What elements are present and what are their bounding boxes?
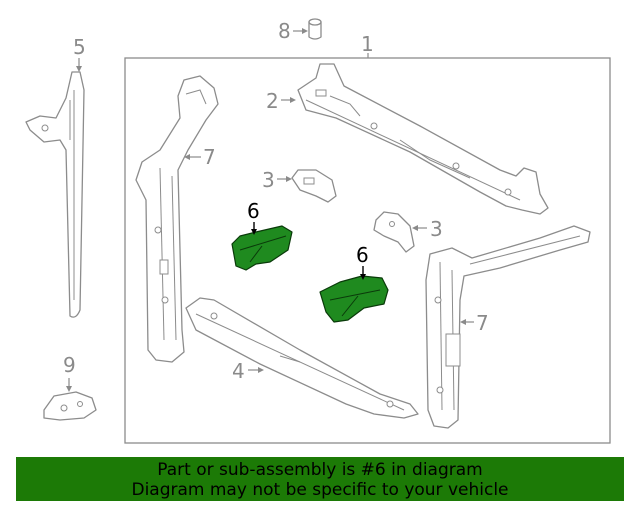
- callout-6-right[interactable]: 6: [356, 243, 369, 267]
- callout-7-top[interactable]: 7: [203, 145, 216, 169]
- part-6-bracket-right[interactable]: [319, 275, 389, 323]
- part-6-bracket-left[interactable]: [231, 225, 293, 271]
- callout-3-upper[interactable]: 3: [262, 168, 275, 192]
- part-3-lower-bracket[interactable]: [373, 211, 415, 253]
- part-4-lower-support[interactable]: [185, 297, 419, 419]
- callout-9[interactable]: 9: [63, 353, 76, 377]
- fitment-notice-banner: Part or sub-assembly is #6 in diagram Di…: [16, 457, 624, 501]
- callout-8[interactable]: 8: [278, 19, 291, 43]
- callout-6-left[interactable]: 6: [247, 199, 260, 223]
- part-9-bracket[interactable]: [43, 391, 97, 421]
- callout-7-right[interactable]: 7: [476, 311, 489, 335]
- callout-1[interactable]: 1: [361, 32, 374, 56]
- part-7-left-support[interactable]: [135, 75, 219, 363]
- callout-4[interactable]: 4: [232, 359, 245, 383]
- banner-line-1: Part or sub-assembly is #6 in diagram: [157, 460, 483, 480]
- callout-2[interactable]: 2: [266, 89, 279, 113]
- part-3-upper-bracket[interactable]: [291, 169, 337, 203]
- banner-line-2: Diagram may not be specific to your vehi…: [131, 480, 509, 500]
- part-5-seal[interactable]: [25, 71, 85, 318]
- part-7-right-support[interactable]: [425, 225, 591, 429]
- part-2-upper-support[interactable]: [297, 63, 549, 215]
- callout-5[interactable]: 5: [73, 35, 86, 59]
- part-8-plug[interactable]: [308, 18, 322, 40]
- parts-diagram: 1 8 5 9 7: [25, 18, 611, 444]
- callout-3-lower[interactable]: 3: [430, 217, 443, 241]
